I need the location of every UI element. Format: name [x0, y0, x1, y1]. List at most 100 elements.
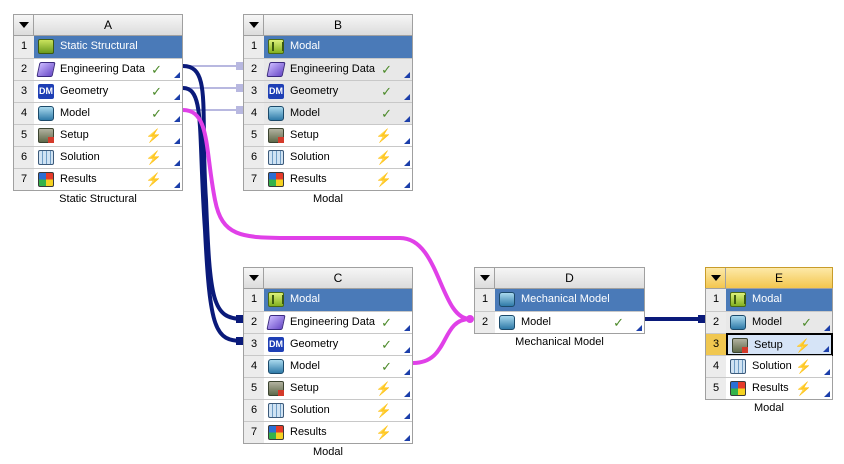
check-icon: ✓ [613, 315, 624, 330]
corner-arrow-icon [404, 138, 410, 144]
system-b-header[interactable]: B [243, 14, 413, 35]
system-c-header[interactable]: C [243, 267, 413, 288]
system-caption[interactable]: Mechanical Model [515, 336, 604, 348]
results-icon [38, 172, 54, 187]
corner-arrow-icon [404, 435, 410, 441]
system-caption[interactable]: Static Structural [59, 193, 137, 205]
row-number: 5 [706, 378, 727, 399]
corner-arrow-icon [174, 160, 180, 166]
system-caption[interactable]: Modal [754, 402, 784, 414]
row-number: 3 [244, 334, 265, 355]
system-e-header[interactable]: E [705, 267, 833, 288]
row-number: 1 [14, 36, 35, 58]
system-a-header[interactable]: A [13, 14, 183, 35]
cell-label: Static Structural [60, 40, 138, 52]
corner-arrow-icon [404, 72, 410, 78]
cell-label: Model [290, 107, 320, 119]
update-lightning-icon: ⚡ [375, 128, 392, 143]
system-d-header[interactable]: D [474, 267, 645, 288]
row-number: 1 [244, 289, 265, 311]
cell-b5[interactable]: 5 Setup ⚡ [244, 124, 412, 146]
collapse-arrow-icon[interactable] [244, 268, 264, 288]
cell-label: Engineering Data [290, 316, 376, 328]
update-lightning-icon: ⚡ [375, 172, 392, 187]
row-number: 3 [14, 81, 35, 102]
cell-label: Solution [290, 151, 330, 163]
setup-icon [268, 128, 284, 143]
mechanical-model-icon [499, 292, 515, 307]
row-number: 7 [14, 169, 35, 190]
check-icon: ✓ [381, 62, 392, 77]
update-lightning-icon: ⚡ [145, 150, 162, 165]
cell-d2[interactable]: 2 Model ✓ [475, 311, 644, 333]
corner-arrow-icon [174, 94, 180, 100]
system-caption[interactable]: Modal [313, 193, 343, 205]
cell-label: Solution [60, 151, 100, 163]
row-number: 7 [244, 422, 265, 443]
update-lightning-icon: ⚡ [795, 359, 812, 374]
corner-arrow-icon [404, 160, 410, 166]
cell-label: Solution [752, 360, 792, 372]
cell-label: Setup [290, 129, 319, 141]
collapse-arrow-icon[interactable] [244, 15, 264, 35]
collapse-arrow-icon[interactable] [475, 268, 495, 288]
cell-a1[interactable]: 1 Static Structural [14, 36, 182, 58]
cell-label: Model [521, 316, 551, 328]
row-number: 2 [475, 312, 496, 333]
system-letter: E [774, 271, 783, 285]
row-number: 5 [14, 125, 35, 146]
system-caption[interactable]: Modal [313, 446, 343, 458]
results-icon [730, 381, 746, 396]
corner-arrow-icon [636, 325, 642, 331]
collapse-arrow-icon[interactable] [14, 15, 34, 35]
static-structural-icon [38, 39, 54, 54]
row-number: 6 [244, 147, 265, 168]
update-lightning-icon: ⚡ [375, 150, 392, 165]
collapse-arrow-icon[interactable] [706, 268, 726, 288]
check-icon: ✓ [151, 62, 162, 77]
cell-label: Model [290, 360, 320, 372]
row-number: 5 [244, 125, 265, 146]
cell-label: Engineering Data [60, 63, 146, 75]
cell-a2[interactable]: 2 Engineering Data ✓ [14, 58, 182, 80]
corner-arrow-icon [404, 391, 410, 397]
row-number: 2 [14, 59, 35, 80]
check-icon: ✓ [381, 84, 392, 99]
row-number: 6 [244, 400, 265, 421]
cell-b6[interactable]: 6 Solution ⚡ [244, 146, 412, 168]
row-number: 3 [244, 81, 265, 102]
row-number: 5 [244, 378, 265, 399]
row-number: 1 [244, 36, 265, 58]
corner-arrow-icon [174, 138, 180, 144]
corner-arrow-icon [824, 325, 830, 331]
corner-arrow-icon [404, 413, 410, 419]
